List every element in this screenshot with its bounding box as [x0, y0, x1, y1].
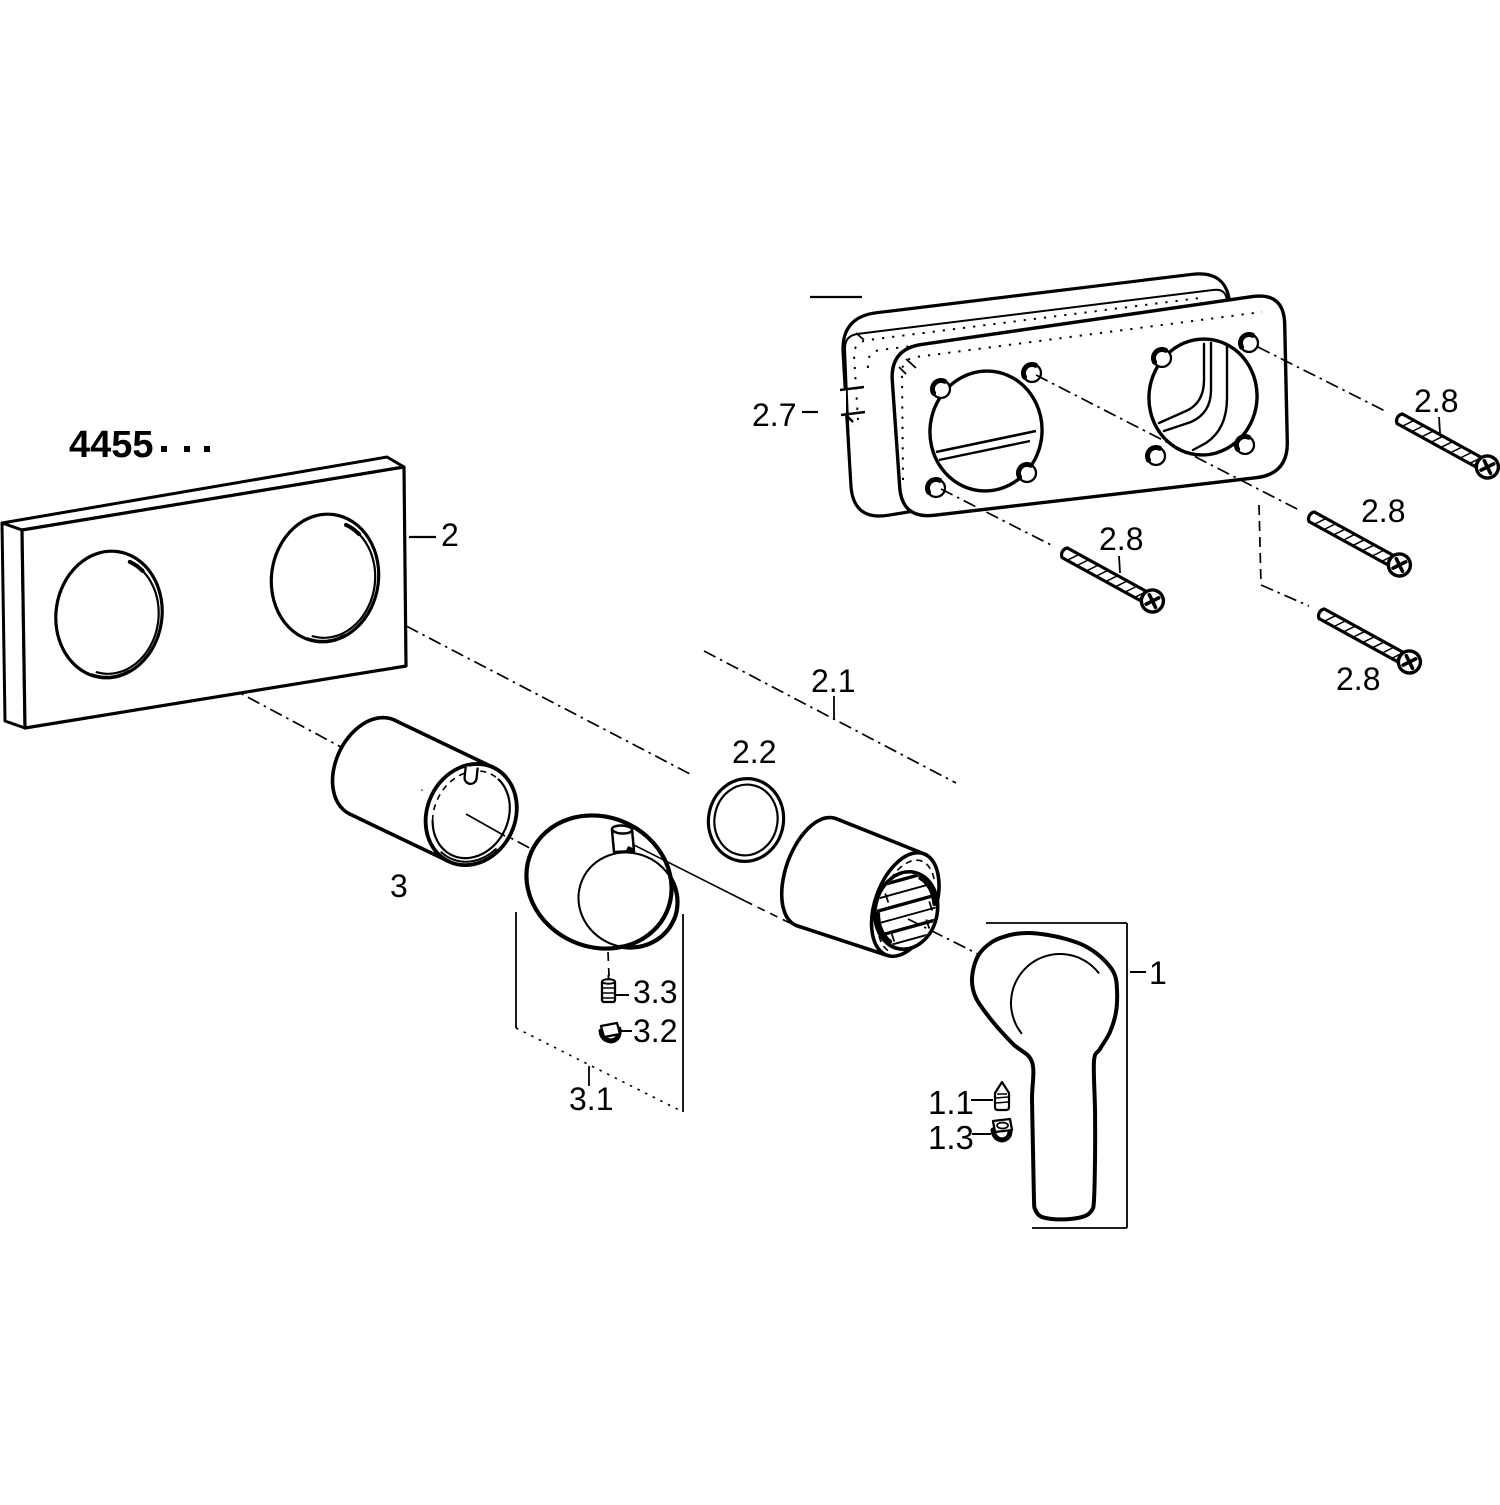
svg-text:2.8: 2.8: [1336, 661, 1380, 697]
svg-text:3.2: 3.2: [633, 1013, 677, 1049]
svg-text:1.3: 1.3: [928, 1119, 974, 1156]
svg-text:3.1: 3.1: [569, 1081, 613, 1117]
svg-text:4455: 4455: [69, 424, 154, 466]
svg-text:2: 2: [441, 517, 459, 553]
svg-text:2.7: 2.7: [752, 397, 796, 433]
svg-text:2.1: 2.1: [811, 663, 855, 699]
svg-text:2.8: 2.8: [1414, 383, 1458, 419]
svg-text:2.2: 2.2: [732, 734, 776, 770]
svg-text:3: 3: [390, 868, 408, 904]
svg-text:1.1: 1.1: [928, 1084, 974, 1121]
svg-text:2.8: 2.8: [1361, 493, 1405, 529]
svg-text:1: 1: [1149, 955, 1167, 991]
svg-text:3.3: 3.3: [633, 974, 677, 1010]
svg-text:2.8: 2.8: [1099, 521, 1143, 557]
